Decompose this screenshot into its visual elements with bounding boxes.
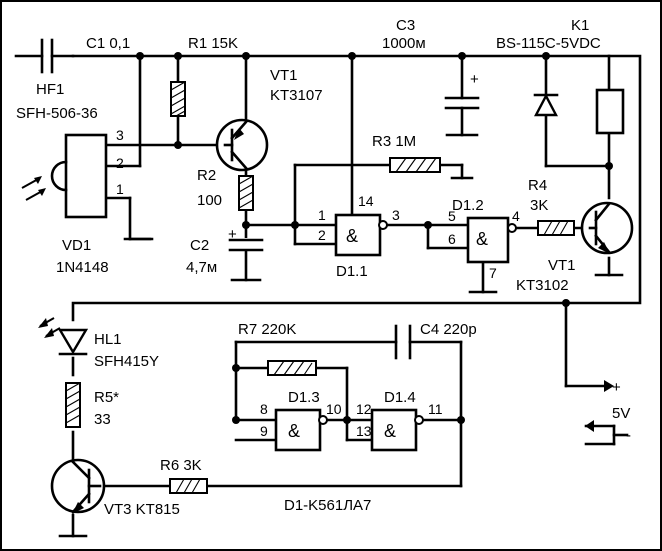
label-d12: D1.2 [452,197,484,214]
label-r1: R1 15K [188,35,238,52]
supply-connector [585,380,614,432]
label-r2-name: R2 [197,167,216,184]
pin-d13-8: 8 [260,401,268,417]
pin-d11-1: 1 [318,207,326,223]
label-d11: D1.1 [336,263,368,280]
label-c3-plus: + [470,71,479,88]
label-vt1-top-type: KT3107 [270,87,323,104]
pin-d12-4: 4 [512,208,520,224]
pin-d14-13: 13 [356,423,372,439]
component-labels: C1 0,1 R1 15K C3 1000м K1 BS-115C-5VDC H… [16,17,631,518]
label-supply: 5V [612,405,630,422]
pin-hf1-3: 3 [116,127,124,143]
label-supply-plus: + [612,379,621,396]
nand-gate-d14 [370,408,424,452]
label-c2-name: C2 [190,237,209,254]
label-c3-value: 1000м [382,35,426,52]
pin-numbers: 3 2 1 1 2 3 14 5 6 4 7 8 9 10 12 13 11 [116,127,520,439]
diode-k1 [533,93,559,117]
gate-d11-symbol: & [346,226,358,246]
label-chip: D1-K561ЛА7 [284,497,371,514]
relay-coil-k1 [595,88,625,135]
resistor-r6 [169,478,208,494]
wires [14,54,642,538]
label-c2-value: 4,7м [186,259,217,276]
label-hf1-name: HF1 [36,81,64,98]
label-r6: R6 3K [160,457,202,474]
gate-d12-symbol: & [476,229,488,249]
label-r2-value: 100 [197,192,222,209]
resistor-r1 [170,81,186,117]
label-vd1-type: 1N4148 [56,259,109,276]
resistor-r2 [238,175,254,211]
capacitor-c4 [394,324,412,360]
label-k1-name: K1 [571,17,589,34]
pin-d11-14: 14 [358,193,374,209]
capacitor-c1 [40,38,75,74]
label-c1: C1 0,1 [86,35,130,52]
gate-d14-symbol: & [384,421,396,441]
resistor-r3 [389,157,441,173]
ir-receiver-hf1 [21,133,108,219]
pin-d12-6: 6 [448,231,456,247]
label-c4: C4 220p [420,321,477,338]
label-r3: R3 1M [372,133,416,150]
label-hl1-type: SFH415Y [94,353,159,370]
nand-gate-d13 [274,408,328,452]
label-c2-plus: + [228,226,237,243]
pin-d12-5: 5 [448,208,456,224]
pin-hf1-1: 1 [116,181,124,197]
label-hl1-name: HL1 [94,331,122,348]
pin-d11-3: 3 [392,207,400,223]
pin-d12-7: 7 [489,265,497,281]
label-vt1-right-type: KT3102 [516,277,569,294]
label-vt1-top-name: VT1 [270,67,298,84]
label-vt3: VT3 KT815 [104,501,180,518]
label-r4-value: 3K [530,197,548,214]
transistor-vt3 [50,458,106,514]
label-supply-minus: - [626,427,631,444]
pin-d13-10: 10 [326,401,342,417]
label-r5-value: 33 [94,411,111,428]
label-hf1-type: SFH-506-36 [16,105,98,122]
pin-d14-12: 12 [356,401,372,417]
pin-d14-11: 11 [428,401,443,417]
gate-symbols: & & & & [288,226,488,441]
transistor-vt1-top [215,118,269,172]
nand-gate-d11 [334,213,388,257]
resistor-r5 [65,382,81,428]
capacitor-c2 [228,238,264,252]
label-vt1-right-name: VT1 [548,257,576,274]
label-r4-name: R4 [528,177,547,194]
label-vd1-name: VD1 [62,237,91,254]
nand-gate-d12 [466,216,517,264]
gate-d13-symbol: & [288,421,300,441]
capacitor-c3 [444,96,480,110]
label-d14: D1.4 [384,389,416,406]
label-r5-name: R5* [94,389,119,406]
label-c3-name: C3 [396,17,415,34]
resistor-r4 [537,220,575,236]
led-hl1 [38,317,89,356]
pin-d13-9: 9 [260,423,268,439]
pin-d11-2: 2 [318,227,326,243]
ground-symbols [58,133,624,538]
label-r7: R7 220K [238,321,296,338]
junction-dots [136,52,613,424]
transistor-vt1-right [580,201,634,255]
label-k1-type: BS-115C-5VDC [496,35,601,52]
pin-hf1-2: 2 [116,155,124,171]
label-d13: D1.3 [288,389,320,406]
resistor-r7 [267,360,317,376]
